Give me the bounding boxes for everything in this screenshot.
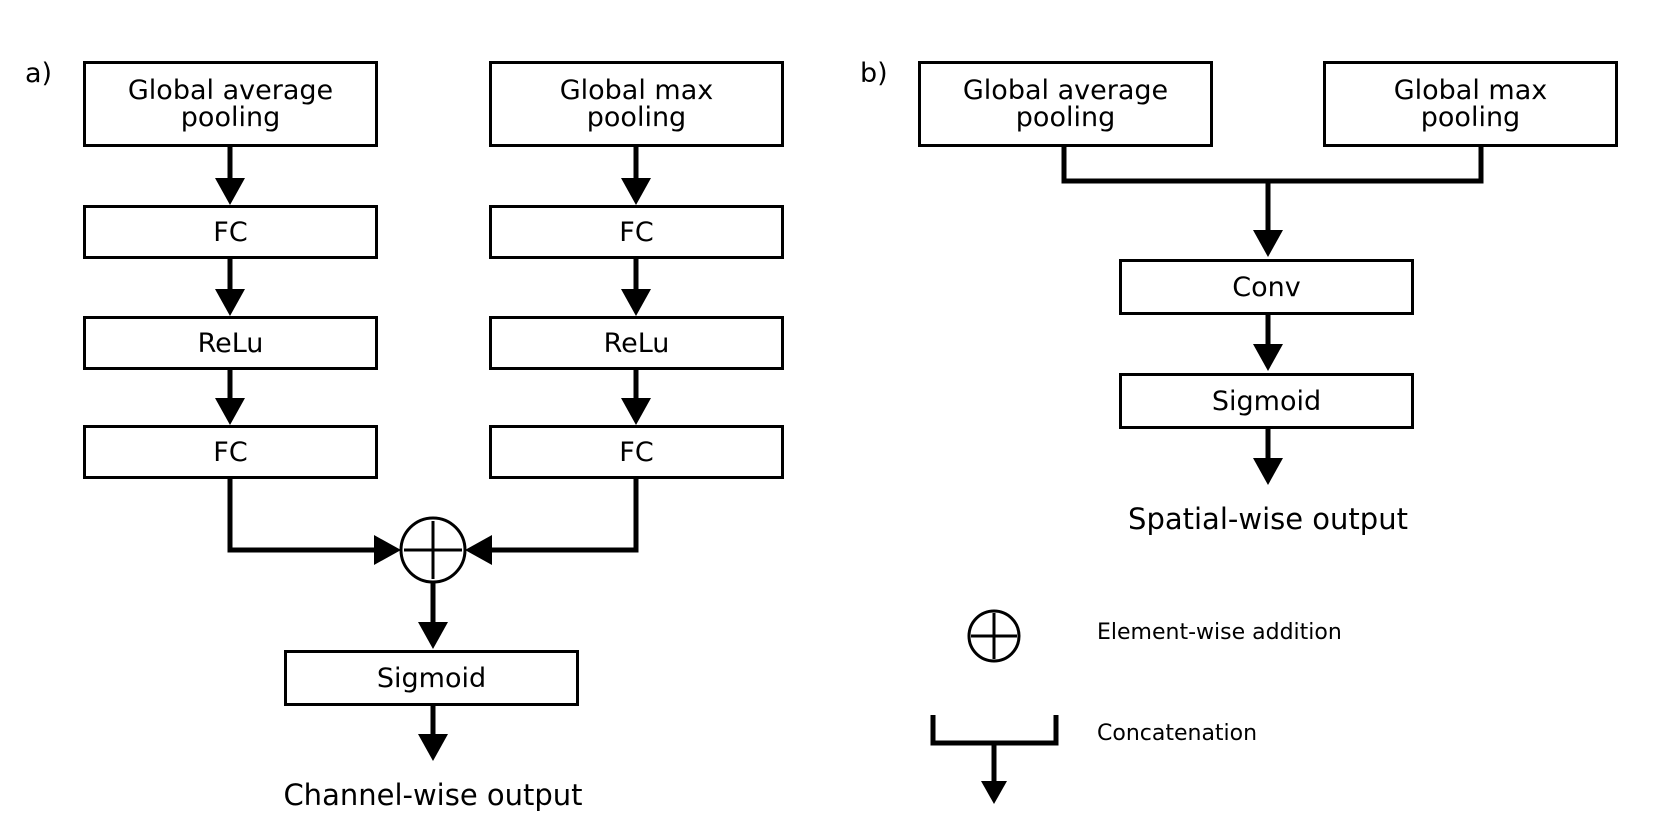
b-sigmoid-box: Sigmoid [1119, 373, 1414, 429]
a-global-max-pooling-box: Global max pooling [489, 61, 784, 147]
channel-wise-output-label: Channel-wise output [283, 778, 583, 812]
a-right-relu-box: ReLu [489, 316, 784, 370]
b-global-max-pooling-box: Global max pooling [1323, 61, 1618, 147]
panel-b-label: b) [860, 58, 888, 89]
legend-concatenation-label: Concatenation [1097, 721, 1258, 746]
a-global-average-pooling-box: Global average pooling [83, 61, 378, 147]
legend-concatenation-symbol [930, 715, 1059, 746]
spatial-wise-output-label: Spatial-wise output [1128, 502, 1408, 536]
b-conv-box: Conv [1119, 259, 1414, 315]
legend-addition-symbol [967, 609, 1021, 663]
concatenation-bracket-b [1061, 147, 1484, 184]
panel-a-label: a) [25, 58, 53, 89]
b-global-average-pooling-box: Global average pooling [918, 61, 1213, 147]
a-left-fc-box-1: FC [83, 205, 378, 259]
arrow-a-left-to-add [227, 479, 378, 553]
legend-addition-label: Element-wise addition [1097, 620, 1342, 645]
a-right-fc-box-1: FC [489, 205, 784, 259]
arrow-a-right-to-add [488, 479, 639, 553]
a-right-fc-box-2: FC [489, 425, 784, 479]
a-left-fc-box-2: FC [83, 425, 378, 479]
a-left-relu-box: ReLu [83, 316, 378, 370]
a-sigmoid-box: Sigmoid [284, 650, 579, 706]
